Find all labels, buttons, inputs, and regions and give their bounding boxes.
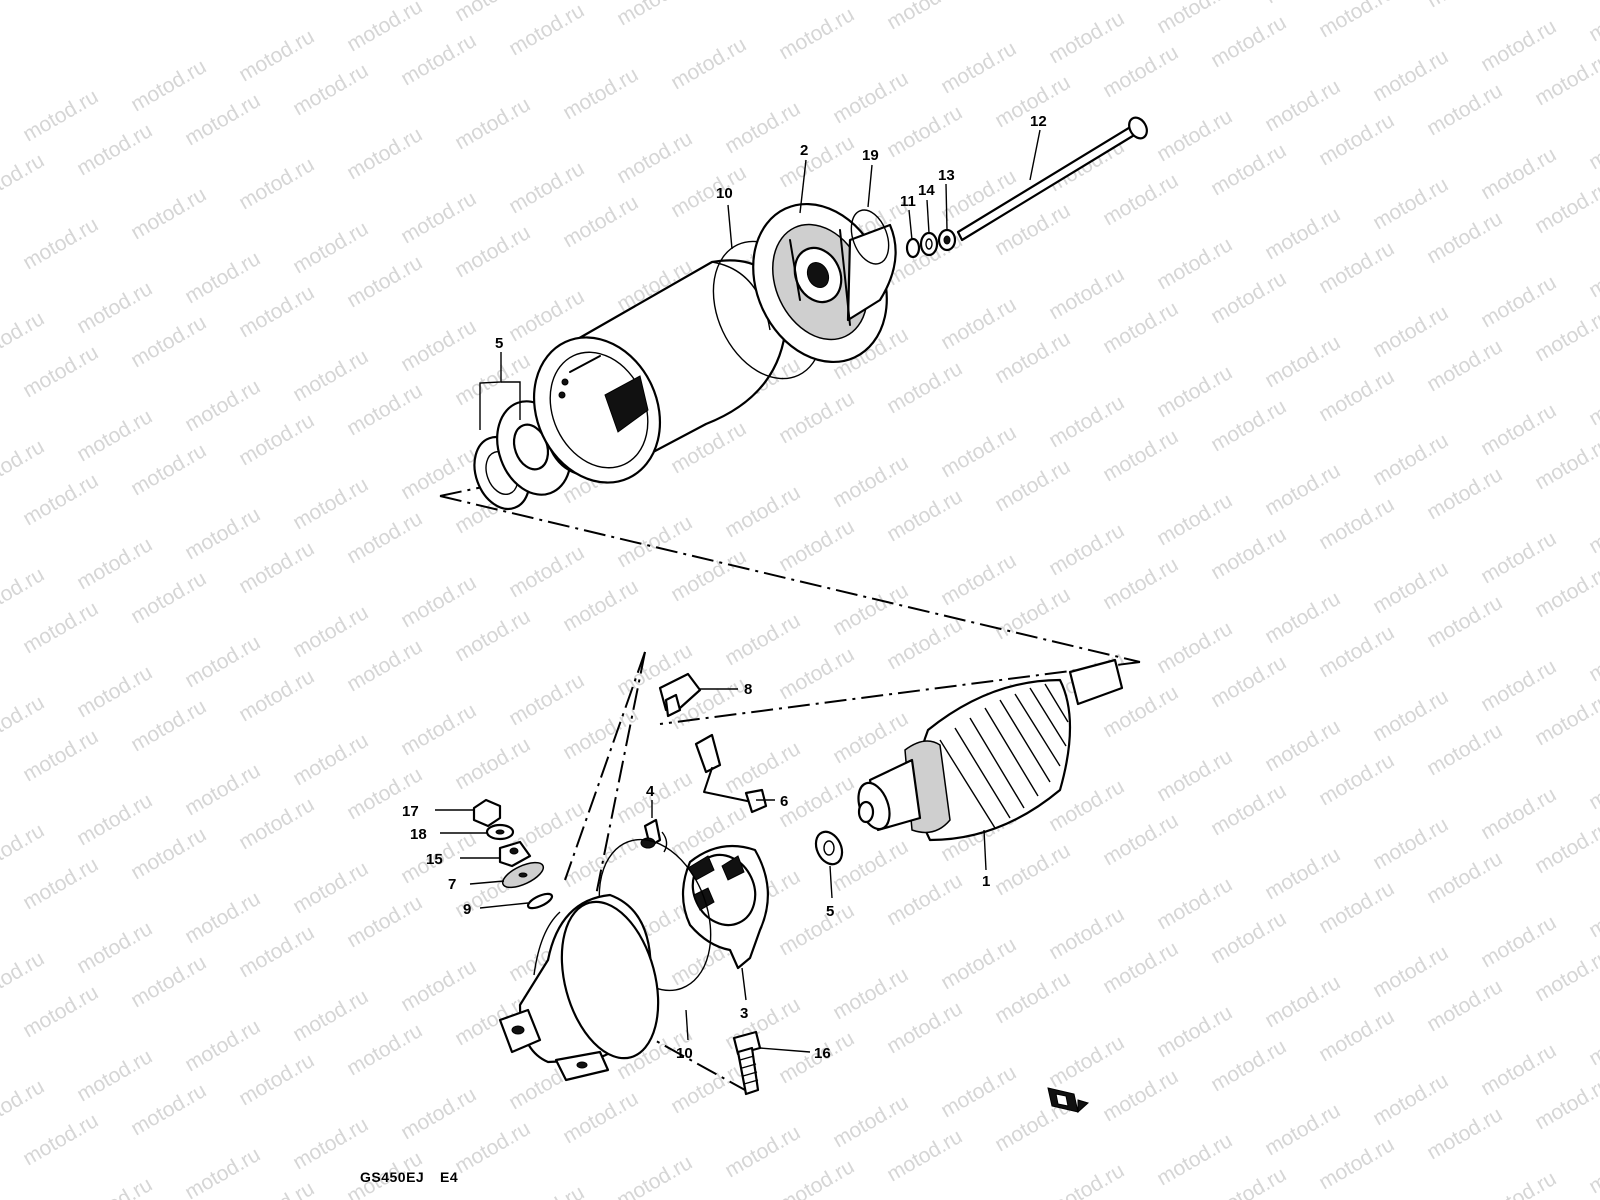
callout-8: 8 (744, 681, 752, 698)
callout-4: 4 (646, 783, 655, 800)
washer-part-11 (905, 237, 921, 259)
bolt-part-16 (732, 1030, 762, 1096)
o-ring-part-9 (526, 892, 554, 910)
callout-13: 13 (938, 167, 955, 184)
callout-17: 17 (402, 803, 419, 820)
callout-19: 19 (862, 147, 879, 164)
nut-part-13 (937, 228, 957, 252)
insulator-part-15 (498, 840, 532, 868)
brush-plate-part-3 (681, 844, 769, 970)
callout-6: 6 (780, 793, 788, 810)
caption-model-code: GS450EJ (360, 1169, 424, 1185)
callout-1: 1 (982, 873, 990, 890)
callout-11: 11 (900, 193, 916, 210)
starter-yoke-housing (532, 259, 788, 484)
o-ring-part-19 (850, 209, 890, 265)
callout-15: 15 (426, 851, 443, 868)
rear-end-cover (498, 893, 660, 1082)
callout-10-upper: 10 (716, 185, 733, 202)
caption-figure-code: E4 (440, 1169, 458, 1185)
callout-18: 18 (410, 826, 427, 843)
callout-7: 7 (448, 876, 456, 893)
insulator-washer-part-7 (501, 861, 545, 889)
washer-part-18 (485, 823, 515, 841)
through-bolt-part-12 (956, 116, 1148, 242)
washer-part-5-lower (814, 830, 844, 866)
book-reference-icon (1047, 1087, 1089, 1114)
armature-part-1 (857, 658, 1124, 842)
washer-part-14 (919, 231, 939, 257)
callout-9: 9 (463, 901, 471, 918)
callout-5-upper: 5 (495, 335, 503, 352)
callout-10-lower: 10 (676, 1045, 693, 1062)
callout-5-lower: 5 (826, 903, 834, 920)
leader-lines (435, 129, 1041, 1053)
nut-part-17 (472, 798, 502, 828)
callout-12: 12 (1030, 113, 1047, 130)
callout-3: 3 (740, 1005, 748, 1022)
front-housing-part-2 (752, 202, 897, 364)
diagram-caption: GS450EJ E4 (360, 1169, 458, 1185)
screw-part-4 (640, 818, 668, 853)
callout-2: 2 (800, 142, 808, 159)
callout-labels: 1 2 3 4 5 5 6 7 8 9 10 10 11 12 13 14 15… (402, 113, 1047, 1062)
brush-spring-part-8 (658, 672, 702, 718)
brush-part-6 (694, 733, 768, 814)
callout-16: 16 (814, 1045, 831, 1062)
callout-14: 14 (918, 182, 935, 199)
